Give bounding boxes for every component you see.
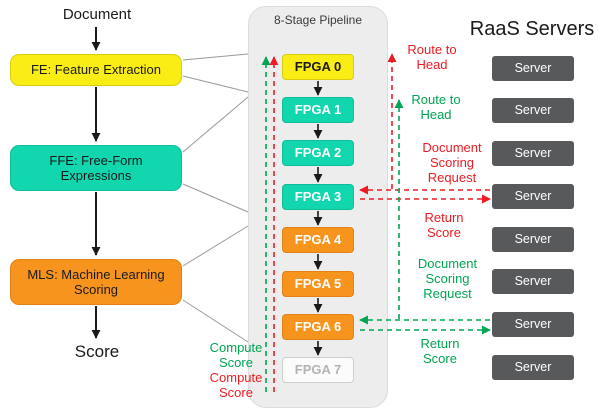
note-route-to-head-green: Route to Head [411, 92, 461, 122]
note-doc-scoring-request-green: Document Scoring Request [417, 256, 478, 301]
note-return-score-red: Return Score [424, 210, 464, 240]
fpga-stage-1-label: FPGA 1 [294, 102, 342, 118]
flow-box-feature-extraction: FE: Feature Extraction [10, 54, 182, 86]
note-route-to-head-red: Route to Head [407, 42, 457, 72]
note-compute-score-red: Compute Score [209, 370, 263, 400]
server-box-5: Server [492, 269, 574, 294]
server-box-3-label: Server [514, 189, 552, 204]
fpga-stage-0: FPGA 0 [282, 54, 354, 80]
fpga-stage-6-label: FPGA 6 [294, 319, 342, 335]
fpga-stage-0-label: FPGA 0 [294, 59, 342, 75]
server-box-0-label: Server [514, 61, 552, 76]
server-box-1-label: Server [514, 103, 552, 118]
pipeline-title: 8-Stage Pipeline [273, 13, 363, 27]
fpga-stage-4-label: FPGA 4 [294, 232, 342, 248]
flow-box-machine-learning-scoring-label: MLS: Machine Learning Scoring [27, 266, 165, 297]
fpga-stage-5-label: FPGA 5 [294, 276, 342, 292]
server-box-6-label: Server [514, 317, 552, 332]
fpga-stage-6: FPGA 6 [282, 314, 354, 340]
note-doc-scoring-request-red: Document Scoring Request [422, 140, 482, 185]
flow-box-machine-learning-scoring: MLS: Machine Learning Scoring [10, 259, 182, 305]
document-input-label: Document [62, 6, 132, 23]
score-output-label: Score [74, 342, 120, 361]
server-box-7-label: Server [514, 360, 552, 375]
server-box-4: Server [492, 227, 574, 252]
note-return-score-green: Return Score [420, 336, 460, 366]
server-box-7: Server [492, 355, 574, 380]
raas-servers-title: RaaS Servers [469, 18, 595, 40]
fpga-stage-7-label: FPGA 7 [294, 362, 342, 378]
stage-mapping-lines [182, 53, 249, 343]
server-box-5-label: Server [514, 274, 552, 289]
fpga-stage-1: FPGA 1 [282, 97, 354, 123]
fpga-stage-2-label: FPGA 2 [294, 145, 342, 161]
server-box-0: Server [492, 56, 574, 81]
fpga-stage-4: FPGA 4 [282, 227, 354, 253]
server-box-2-label: Server [514, 146, 552, 161]
fpga-stage-7: FPGA 7 [282, 357, 354, 383]
flow-box-feature-extraction-label: FE: Feature Extraction [30, 62, 162, 78]
fpga-stage-5: FPGA 5 [282, 271, 354, 297]
server-box-6: Server [492, 312, 574, 337]
fpga-stage-3: FPGA 3 [282, 184, 354, 210]
server-box-4-label: Server [514, 232, 552, 247]
server-box-2: Server [492, 141, 574, 166]
flow-box-free-form-expressions-label: FFE: Free-Form Expressions [49, 152, 143, 183]
note-compute-score-green: Compute Score [209, 340, 263, 370]
server-box-1: Server [492, 98, 574, 123]
fpga-stage-2: FPGA 2 [282, 140, 354, 166]
server-box-3: Server [492, 184, 574, 209]
fpga-stage-3-label: FPGA 3 [294, 189, 342, 205]
flow-box-free-form-expressions: FFE: Free-Form Expressions [10, 145, 182, 191]
